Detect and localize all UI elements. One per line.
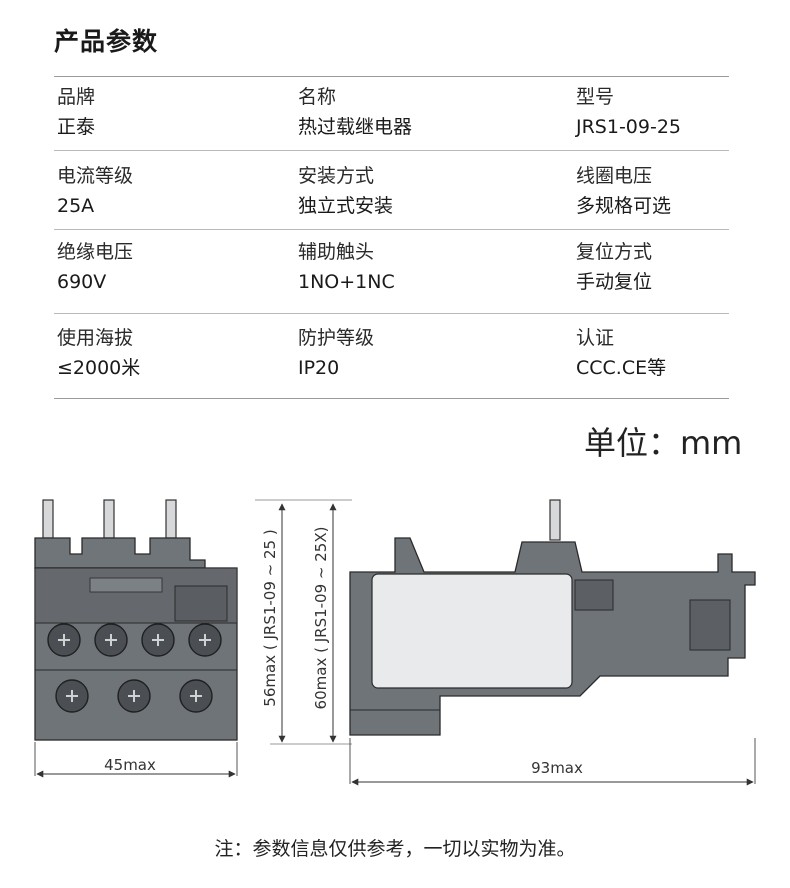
spec-label: 辅助触头	[298, 241, 375, 263]
spec-label: 线圈电压	[576, 165, 653, 187]
spec-value: 正泰	[57, 116, 96, 138]
spec-cell: 型号 JRS1-09-25	[576, 85, 681, 139]
spec-value: 独立式安装	[298, 195, 394, 217]
spec-label: 电流等级	[57, 165, 134, 187]
dimension-drawing: 45max 56max ( JRS1-09 ~ 25 ) 60max ( JRS…	[34, 499, 756, 786]
spec-value: 手动复位	[576, 271, 653, 293]
terminal-pins	[42, 499, 177, 539]
height-label-1: 56max ( JRS1-09 ~ 25 )	[261, 529, 279, 706]
front-width-label: 45max	[104, 756, 156, 774]
row-divider	[54, 229, 729, 230]
spec-cell: 线圈电压 多规格可选	[576, 164, 671, 218]
side-width-label: 93max	[531, 759, 583, 777]
spec-value: 25A	[57, 195, 95, 217]
side-view	[349, 499, 756, 736]
spec-cell: 品牌 正泰	[57, 85, 95, 139]
height-label-2: 60max ( JRS1-09 ~ 25X)	[312, 527, 330, 710]
spec-value: JRS1-09-25	[576, 116, 682, 138]
spec-cell: 认证 CCC.CE等	[576, 326, 666, 380]
spec-label: 使用海拔	[57, 327, 134, 349]
footer-note: 注：参数信息仅供参考，一切以实物为准。	[214, 838, 576, 860]
spec-cell: 使用海拔 ≤2000米	[57, 326, 140, 380]
spec-label: 型号	[576, 86, 615, 108]
spec-cell: 防护等级 IP20	[298, 326, 374, 380]
unit-label: 单位：mm	[584, 424, 743, 462]
page-title: 产品参数	[54, 27, 159, 56]
spec-label: 安装方式	[298, 165, 375, 187]
spec-cell: 安装方式 独立式安装	[298, 164, 393, 218]
front-width-dimension	[34, 742, 238, 778]
spec-cell: 名称 热过载继电器	[298, 85, 412, 139]
spec-label: 品牌	[57, 86, 96, 108]
spec-label: 复位方式	[576, 241, 653, 263]
side-width-dimension	[349, 738, 756, 786]
front-view	[34, 499, 238, 741]
spec-label: 认证	[576, 327, 615, 349]
row-divider	[54, 313, 729, 314]
spec-label: 绝缘电压	[57, 241, 134, 263]
spec-cell: 绝缘电压 690V	[57, 240, 133, 294]
title-divider	[54, 76, 729, 77]
spec-value: ≤2000米	[57, 357, 141, 379]
spec-value: 多规格可选	[576, 195, 672, 217]
spec-table: 品牌 正泰 名称 热过载继电器 型号 JRS1-09-25 电流等级 25A 安…	[0, 0, 790, 400]
side-label-panel	[371, 573, 573, 689]
spec-cell: 辅助触头 1NO+1NC	[298, 240, 395, 294]
spec-value: 热过载继电器	[298, 116, 413, 138]
row-divider	[54, 150, 729, 151]
spec-cell: 电流等级 25A	[57, 164, 133, 218]
spec-cell: 复位方式 手动复位	[576, 240, 652, 294]
spec-value: 1NO+1NC	[298, 271, 395, 293]
height-dimensions	[255, 499, 352, 745]
spec-value: IP20	[298, 357, 340, 379]
table-bottom-divider	[54, 398, 729, 399]
spec-value: CCC.CE等	[576, 357, 667, 379]
spec-label: 名称	[298, 86, 337, 108]
front-top	[34, 537, 206, 569]
spec-label: 防护等级	[298, 327, 375, 349]
spec-value: 690V	[57, 271, 107, 293]
